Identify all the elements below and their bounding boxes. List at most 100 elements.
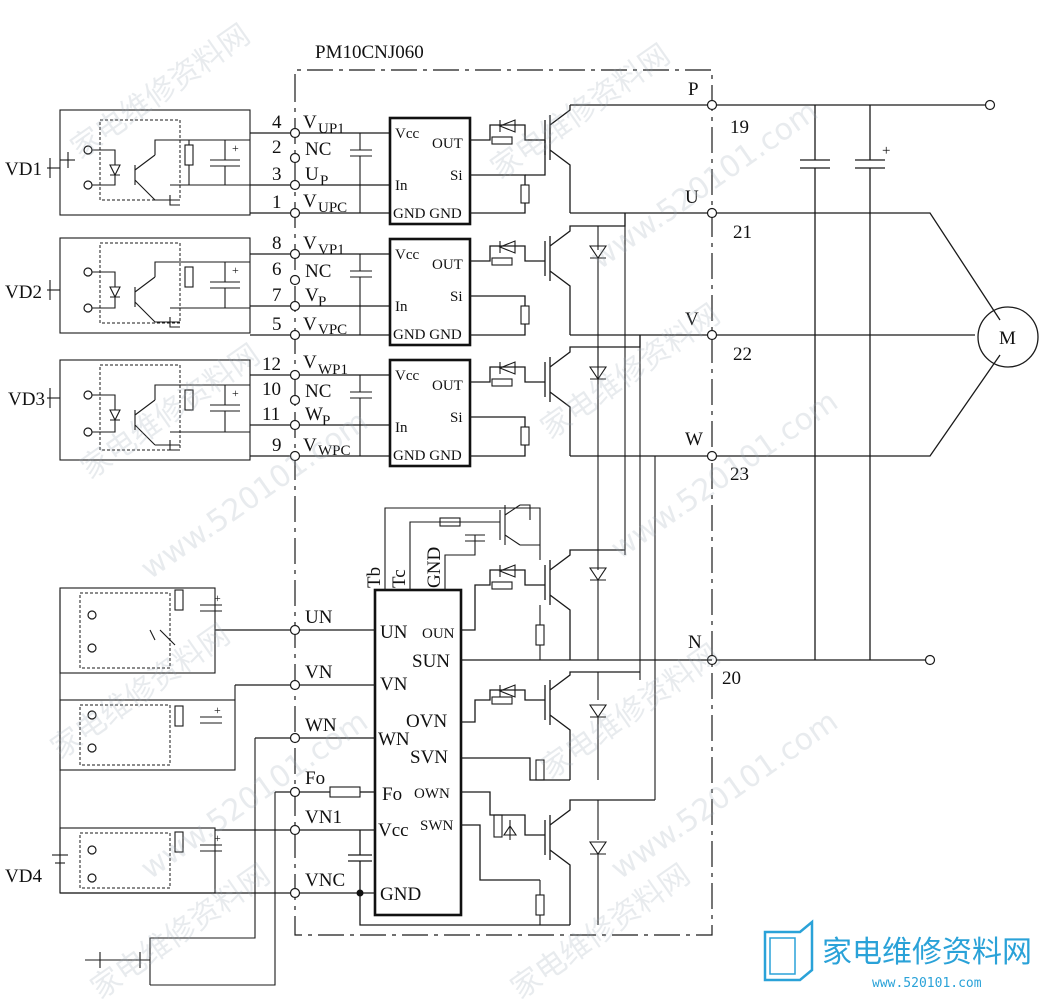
pin-number: 11	[262, 404, 280, 425]
svg-text:GND GND: GND GND	[393, 448, 462, 464]
module-outline	[294, 69, 713, 936]
svg-text:+: +	[214, 703, 221, 717]
pin-label: W	[305, 404, 323, 425]
svg-text:Vcc: Vcc	[378, 820, 409, 841]
svg-text:家电维修资料网: 家电维修资料网	[485, 37, 677, 186]
svg-text:+: +	[214, 831, 221, 845]
pin-label: V	[305, 285, 319, 306]
gate-chip-v: Vcc OUT In Si GND GND	[388, 237, 472, 347]
svg-text:In: In	[395, 420, 408, 436]
pin-number: 2	[272, 137, 282, 158]
svg-text:Tb: Tb	[364, 567, 385, 588]
pin-label: NC	[305, 139, 331, 160]
svg-text:+: +	[882, 143, 890, 159]
pin-number: 9	[272, 435, 282, 456]
svg-text:OUT: OUT	[432, 378, 463, 394]
svg-text:+: +	[214, 591, 221, 605]
terminal-number: 21	[733, 222, 752, 243]
svg-text:Vcc: Vcc	[395, 368, 419, 384]
terminal-label: N	[688, 632, 702, 653]
svg-text:GND: GND	[380, 884, 421, 905]
low-line-label: WN	[305, 715, 337, 736]
driver-label-vd4: VD4	[5, 866, 42, 887]
gate-chip-u: Vcc OUT In Si GND GND	[388, 116, 472, 226]
pin-label: VP1	[318, 242, 345, 258]
svg-text:Vcc: Vcc	[395, 247, 419, 263]
svg-text:SWN: SWN	[420, 818, 454, 834]
svg-text:OUT: OUT	[432, 257, 463, 273]
logo-subtitle: www.520101.com	[872, 976, 982, 991]
svg-text:OVN: OVN	[406, 711, 447, 732]
site-logo: 家电维修资料网 www.520101.com	[763, 919, 1032, 991]
pin-label: VPC	[318, 322, 347, 338]
pin-label: V	[303, 112, 317, 133]
pin-label: UPC	[318, 200, 347, 216]
low-side-inputs	[60, 624, 375, 899]
pin-label: NC	[305, 381, 331, 402]
driver-vd2: +	[59, 237, 251, 334]
gate-chip-w: Vcc OUT In Si GND GND	[388, 358, 472, 468]
driver-label-vd1: VD1	[5, 159, 42, 180]
igbt-low-side	[359, 549, 712, 926]
svg-text:家电维修资料网: 家电维修资料网	[535, 297, 727, 446]
driver-vd4: + + +	[59, 587, 276, 986]
svg-text:OUN: OUN	[422, 626, 455, 642]
svg-text:www.520101.com: www.520101.com	[585, 94, 825, 277]
svg-text:家电维修资料网: 家电维修资料网	[85, 857, 277, 1005]
svg-text:Si: Si	[450, 289, 463, 305]
svg-text:Tc: Tc	[389, 569, 410, 588]
pin-number: 1	[272, 192, 282, 213]
terminal-label: V	[685, 309, 699, 330]
svg-text:Si: Si	[450, 410, 463, 426]
terminal-label: W	[685, 429, 703, 450]
low-line-label: VN	[305, 662, 333, 683]
pin-label: WP1	[318, 362, 348, 378]
pin-number: 7	[272, 285, 282, 306]
svg-text:+: +	[232, 386, 239, 400]
svg-text:In: In	[395, 299, 408, 315]
igbt-high-side	[470, 104, 712, 800]
svg-text:SUN: SUN	[412, 651, 450, 672]
low-line-label: VNC	[305, 870, 345, 891]
svg-text:Vcc: Vcc	[395, 126, 419, 142]
terminal-number: 20	[722, 668, 741, 689]
high-side-pins	[289, 127, 301, 462]
pin-number: 5	[272, 314, 282, 335]
svg-text:SVN: SVN	[410, 747, 448, 768]
logo-title: 家电维修资料网	[822, 935, 1032, 970]
svg-text:GND: GND	[424, 547, 445, 588]
terminal-number: 22	[733, 344, 752, 365]
pin-number: 3	[272, 164, 282, 185]
svg-text:UN: UN	[380, 622, 408, 643]
svg-text:+: +	[232, 263, 239, 277]
pin-label: P	[318, 294, 326, 310]
svg-text:WN: WN	[378, 729, 410, 750]
pin-label: V	[303, 191, 317, 212]
svg-text:Si: Si	[450, 168, 463, 184]
pin-label: V	[303, 435, 317, 456]
pin-number: 4	[272, 112, 282, 133]
pin-label: V	[303, 314, 317, 335]
low-line-label: UN	[305, 607, 333, 628]
pin-number: 10	[262, 379, 281, 400]
low-side-top-wiring	[384, 504, 541, 590]
svg-text:GND GND: GND GND	[393, 327, 462, 343]
terminals: +	[706, 99, 1039, 666]
module-title: PM10CNJ060	[315, 42, 424, 63]
svg-text:Fo: Fo	[382, 784, 402, 805]
terminal-label: U	[685, 187, 699, 208]
svg-text:家电维修资料网: 家电维修资料网	[65, 17, 257, 166]
low-line-label: Fo	[305, 768, 325, 789]
pin-label: P	[322, 413, 330, 429]
svg-text:GND GND: GND GND	[393, 206, 462, 222]
pin-label: P	[320, 173, 328, 189]
driver-vd3: +	[59, 359, 251, 461]
pin-number: 6	[272, 259, 282, 280]
pin-label: U	[305, 164, 319, 185]
terminal-label: P	[688, 79, 699, 100]
terminal-number: 19	[730, 117, 749, 138]
low-side-chip: UN VN WN Fo Vcc GND OUN SUN OVN SVN OWN …	[364, 547, 463, 917]
pin-label: WPC	[318, 443, 351, 459]
motor-label: M	[999, 328, 1016, 349]
